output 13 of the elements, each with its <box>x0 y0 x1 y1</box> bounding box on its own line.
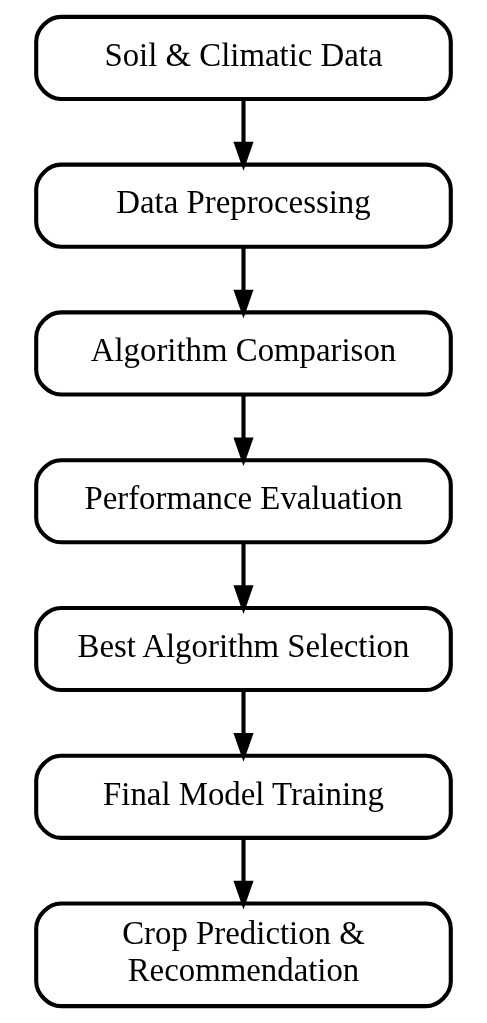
arrow <box>233 838 254 910</box>
node-box: Data Preprocessing <box>34 162 453 249</box>
node-box: Performance Evaluation <box>34 458 453 545</box>
node-box: Algorithm Comparison <box>34 310 453 397</box>
node-box: Best Algorithm Selection <box>34 605 453 693</box>
node-box: Crop Prediction & Recommendation <box>34 901 453 1009</box>
arrow <box>233 690 254 762</box>
arrow <box>233 99 254 171</box>
node-box: Final Model Training <box>34 753 453 840</box>
arrow <box>233 542 254 614</box>
arrow <box>233 394 254 467</box>
node-box: Soil & Climatic Data <box>34 14 453 101</box>
arrow <box>233 247 254 319</box>
